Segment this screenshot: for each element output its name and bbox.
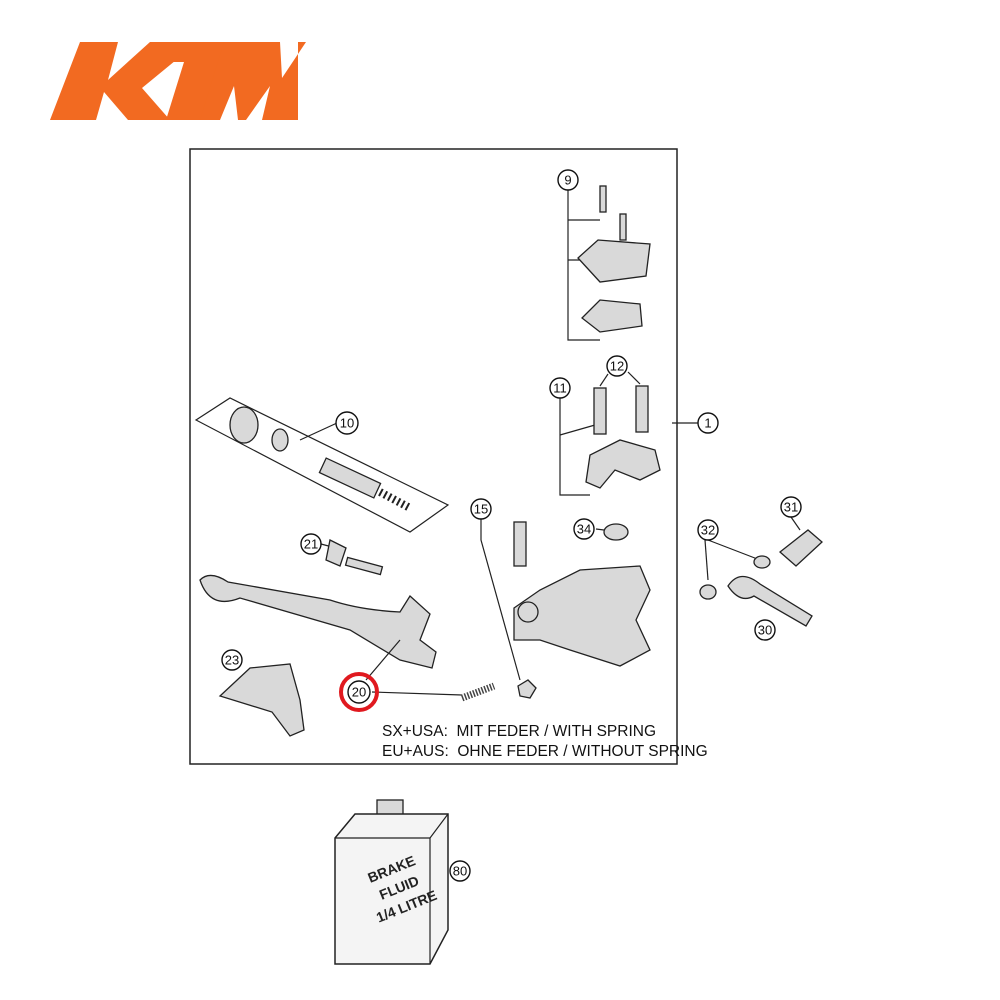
callout-30: 30 xyxy=(754,619,776,641)
svg-text:31: 31 xyxy=(784,500,798,515)
callout-1: 1 xyxy=(697,412,719,434)
svg-text:10: 10 xyxy=(340,416,354,431)
diagram-frame xyxy=(189,148,678,765)
master-cylinder-body xyxy=(480,519,651,699)
callout-10: 10 xyxy=(335,411,359,435)
callout-15: 15 xyxy=(470,498,492,520)
svg-text:34: 34 xyxy=(577,522,591,537)
lever-guard xyxy=(218,663,305,737)
svg-text:1: 1 xyxy=(704,416,711,431)
svg-text:20: 20 xyxy=(352,685,366,700)
callout-23: 23 xyxy=(221,649,243,671)
svg-text:9: 9 xyxy=(564,173,571,188)
ktm-logo xyxy=(50,42,306,120)
callout-32: 32 xyxy=(697,519,719,541)
svg-text:32: 32 xyxy=(701,523,715,538)
callout-11: 11 xyxy=(549,377,571,399)
brake-fluid-can: BRAKE FLUID 1/4 LITRE xyxy=(334,799,449,965)
adjuster-screw xyxy=(320,539,384,576)
reservoir-cap-assembly xyxy=(567,185,651,341)
callout-34: 34 xyxy=(573,518,595,540)
svg-text:21: 21 xyxy=(304,537,318,552)
svg-text:30: 30 xyxy=(758,623,772,638)
callout-21: 21 xyxy=(300,533,322,555)
callout-12: 12 xyxy=(606,355,628,377)
piston-kit xyxy=(194,397,450,533)
svg-text:12: 12 xyxy=(610,359,624,374)
highlight-ring xyxy=(339,672,379,712)
svg-text:80: 80 xyxy=(453,864,467,879)
note-with-spring: SX+USA: MIT FEDER / WITH SPRING xyxy=(382,723,656,740)
note-without-spring: EU+AUS: OHNE FEDER / WITHOUT SPRING xyxy=(382,743,708,760)
svg-text:11: 11 xyxy=(553,381,567,396)
brake-lever xyxy=(199,574,437,681)
callout-80: 80 xyxy=(449,860,471,882)
callout-20: 20 xyxy=(347,680,371,704)
spring xyxy=(371,682,496,702)
callout-31: 31 xyxy=(780,496,802,518)
svg-text:15: 15 xyxy=(474,502,488,517)
callout-9: 9 xyxy=(557,169,579,191)
svg-text:23: 23 xyxy=(225,653,239,668)
clamp-assembly xyxy=(559,371,698,496)
brake-line-assembly xyxy=(699,516,823,627)
